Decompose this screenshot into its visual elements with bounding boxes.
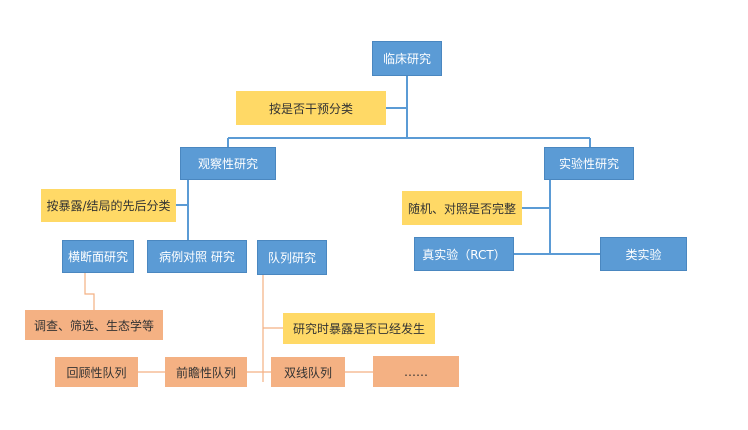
node-classify-by-intervention: 按是否干预分类 [236,91,386,125]
node-quasi-experiment: 类实验 [600,237,687,271]
node-retrospective-cohort: 回顾性队列 [55,357,138,387]
node-experimental-study: 实验性研究 [544,147,634,180]
node-rct: 真实验（RCT） [414,237,514,271]
node-cross-sectional: 横断面研究 [62,240,134,273]
node-ellipsis: …… [373,356,459,387]
connector-cross-sectional-examples [84,273,95,310]
node-cohort: 队列研究 [257,240,327,275]
node-bidirectional-cohort: 双线队列 [271,357,345,387]
node-randomization-check: 随机、对照是否完整 [402,191,522,225]
node-case-control: 病例对照 研究 [147,240,247,273]
node-classify-by-exposure: 按暴露/结局的先后分类 [41,189,176,222]
node-cross-sectional-examples: 调查、筛选、生态学等 [25,310,163,340]
node-exposure-timing: 研究时暴露是否已经发生 [283,313,435,344]
node-clinical-research: 临床研究 [372,41,442,76]
node-observational-study: 观察性研究 [180,147,276,180]
node-prospective-cohort: 前瞻性队列 [165,357,247,387]
